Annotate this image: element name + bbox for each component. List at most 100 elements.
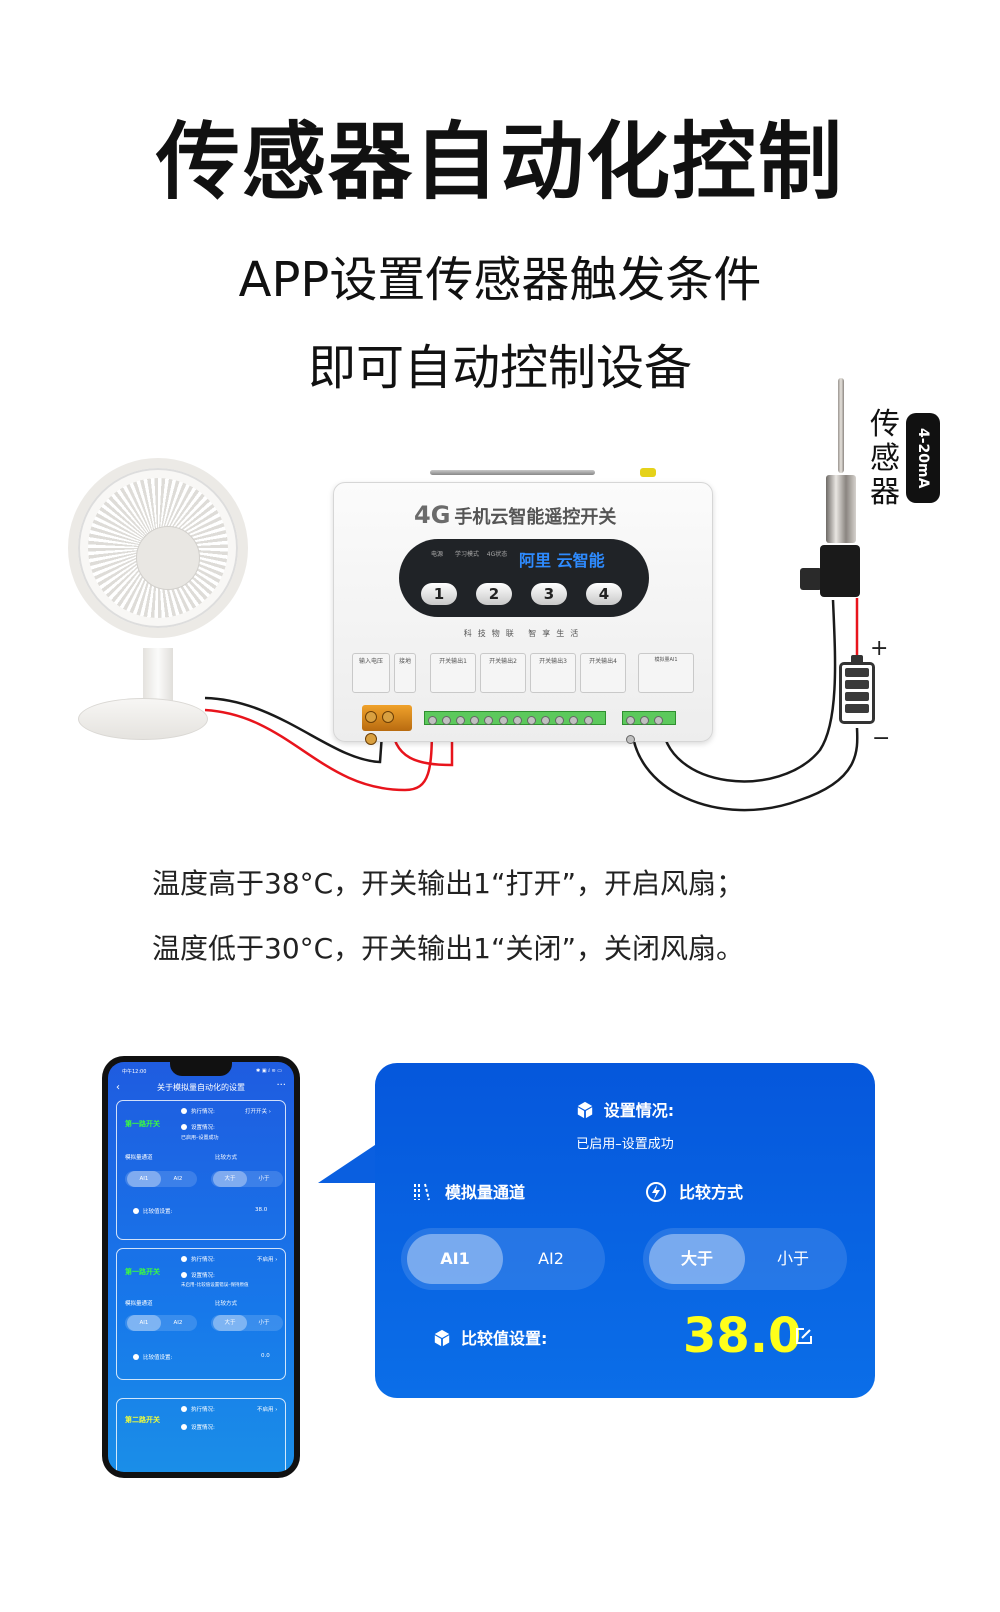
option-greater[interactable]: 大于 [649, 1234, 745, 1284]
app-header-title: 关于模拟量自动化的设置 [157, 1083, 245, 1092]
brand-4g: 4G [414, 501, 451, 529]
device-slogan: 科技物联 智享生活 [463, 629, 585, 638]
exec-status-label: 执行情况: [181, 1405, 215, 1413]
setting-status-value: 已启用–设置成功 [181, 1135, 219, 1141]
battery-cap [851, 655, 863, 663]
page-title: 传感器自动化控制 [155, 113, 844, 211]
edit-icon[interactable] [795, 1327, 813, 1345]
channel-selector[interactable]: AI1 AI2 [125, 1315, 197, 1331]
setting-status-value: 未启用–比较值设置错误–保持原值 [181, 1283, 249, 1288]
phone-mockup: 中午12:00 ✱ ▣ ⅈ ≋ ▭ ‹ 关于模拟量自动化的设置 ··· 第一路开… [102, 1056, 300, 1478]
terminal-output-3: 开关输出3 [530, 653, 576, 693]
compare-value-label: 比较值设置: [433, 1325, 547, 1349]
device-button-2: 2 [476, 583, 512, 605]
switch-name: 第二路开关 [125, 1416, 160, 1424]
power-terminal [362, 705, 412, 745]
setting-status-heading: 设置情况: [375, 1097, 875, 1121]
setting-status-value: 已启用–设置成功 [576, 1137, 674, 1152]
antenna [430, 470, 595, 475]
fan-base [78, 698, 208, 740]
status-icons: ✱ ▣ ⅈ ≋ ▭ [256, 1068, 282, 1074]
option-ai1[interactable]: AI1 [407, 1234, 503, 1284]
fan-grill [88, 478, 228, 618]
option-ai2[interactable]: AI2 [538, 1249, 564, 1268]
channel-label: 模拟量通道 [125, 1301, 153, 1307]
switch-card-3: 第二路开关 执行情况: 不启用 › 设置情况: [116, 1398, 286, 1472]
option-ai1[interactable]: AI1 [127, 1315, 161, 1331]
panel-brand: 阿里 云智能 [519, 551, 605, 570]
compare-selector[interactable]: 大于 小于 [211, 1315, 283, 1331]
option-greater[interactable]: 大于 [213, 1171, 247, 1187]
terminal-ground: 接地 [394, 653, 416, 693]
status-time: 中午12:00 [122, 1069, 147, 1075]
exec-status-label: 执行情况: [181, 1107, 215, 1115]
terminal-labels: 输入电压 接地 开关输出1 开关输出2 开关输出3 开关输出4 模拟量AI1 [352, 653, 697, 693]
option-ai1[interactable]: AI1 [127, 1171, 161, 1187]
battery-plus: + [870, 636, 889, 661]
option-less[interactable]: 小于 [258, 1176, 270, 1182]
channel-selector[interactable]: AI1 AI2 [125, 1171, 197, 1187]
option-ai2[interactable]: AI2 [173, 1320, 183, 1326]
brand-name: 手机云智能遥控开关 [454, 507, 617, 528]
switch-name: 第一路开关 [125, 1268, 160, 1276]
option-less[interactable]: 小于 [776, 1249, 809, 1268]
channel-selector[interactable]: AI1 AI2 [401, 1228, 605, 1290]
exec-status-value[interactable]: 不启用 › [257, 1257, 278, 1263]
sensor-body [826, 475, 856, 543]
switch-card-1: 第一路开关 执行情况: 打开开关 › 设置情况: 已启用–设置成功 模拟量通道 … [116, 1100, 286, 1240]
terminal-input-voltage: 输入电压 [352, 653, 390, 693]
channel-icon [414, 1183, 430, 1201]
compare-value[interactable]: 38.0 [683, 1308, 802, 1364]
option-less[interactable]: 小于 [258, 1320, 270, 1326]
control-panel: 电源 学习模式 4G状态 阿里 云智能 1 2 3 4 [399, 539, 649, 617]
output-terminal-strip [424, 711, 606, 725]
switch-card-2: 第一路开关 执行情况: 不启用 › 设置情况: 未启用–比较值设置错误–保持原值… [116, 1248, 286, 1380]
device-button-1: 1 [421, 583, 457, 605]
rule-description-off: 温度低于30°C，开关输出1“关闭”，关闭风扇。 [152, 932, 745, 965]
compare-value[interactable]: 0.0 [261, 1353, 270, 1359]
compare-selector[interactable]: 大于 小于 [643, 1228, 847, 1290]
more-icon[interactable]: ··· [276, 1080, 286, 1091]
exec-status-value[interactable]: 不启用 › [257, 1407, 278, 1413]
option-greater[interactable]: 大于 [213, 1315, 247, 1331]
antenna-tip [640, 468, 656, 477]
value-label: 比较值设置: [133, 1207, 172, 1215]
cube-icon [434, 1329, 450, 1347]
option-ai2[interactable]: AI2 [173, 1176, 183, 1182]
compare-value[interactable]: 38.0 [255, 1207, 268, 1213]
app-header: ‹ 关于模拟量自动化的设置 ··· [108, 1080, 294, 1096]
switch-name: 第一路开关 [125, 1120, 160, 1128]
status-bar: 中午12:00 ✱ ▣ ⅈ ≋ ▭ [122, 1068, 282, 1075]
terminal-output-4: 开关输出4 [580, 653, 626, 693]
compare-selector[interactable]: 大于 小于 [211, 1171, 283, 1187]
fan-head [68, 458, 248, 638]
terminal-output-2: 开关输出2 [480, 653, 526, 693]
rule-description-on: 温度高于38°C，开关输出1“打开”，开启风扇； [152, 867, 745, 900]
subtitle-line-2: 即可自动控制设备 [307, 340, 692, 396]
lightning-sync-icon [646, 1182, 666, 1202]
signal-badge: 4-20mA [906, 413, 940, 503]
subtitle-line-1: APP设置传感器触发条件 [238, 252, 762, 308]
sensor-head [820, 545, 860, 597]
back-icon[interactable]: ‹ [116, 1082, 120, 1093]
sensor-probe [838, 378, 844, 473]
fan-hub [136, 526, 200, 590]
cube-icon [577, 1101, 592, 1119]
value-label: 比较值设置: [133, 1353, 172, 1361]
device-button-4: 4 [586, 583, 622, 605]
phone-notch [170, 1062, 232, 1076]
exec-status-label: 执行情况: [181, 1255, 215, 1263]
device-button-3: 3 [531, 583, 567, 605]
exec-status-value[interactable]: 打开开关 › [245, 1109, 271, 1115]
sensor-label: 传感器 [870, 407, 900, 510]
settings-detail-panel: 设置情况: 已启用–设置成功 模拟量通道 比较方式 AI1 AI2 大于 小于 … [375, 1063, 875, 1398]
terminal-output-1: 开关输出1 [430, 653, 476, 693]
compare-label: 比较方式 [215, 1301, 238, 1307]
io-terminal-strip [622, 711, 676, 744]
battery-minus: − [872, 726, 891, 751]
setting-status-label: 设置情况: [181, 1271, 215, 1279]
led-power: 电源 [430, 551, 443, 558]
